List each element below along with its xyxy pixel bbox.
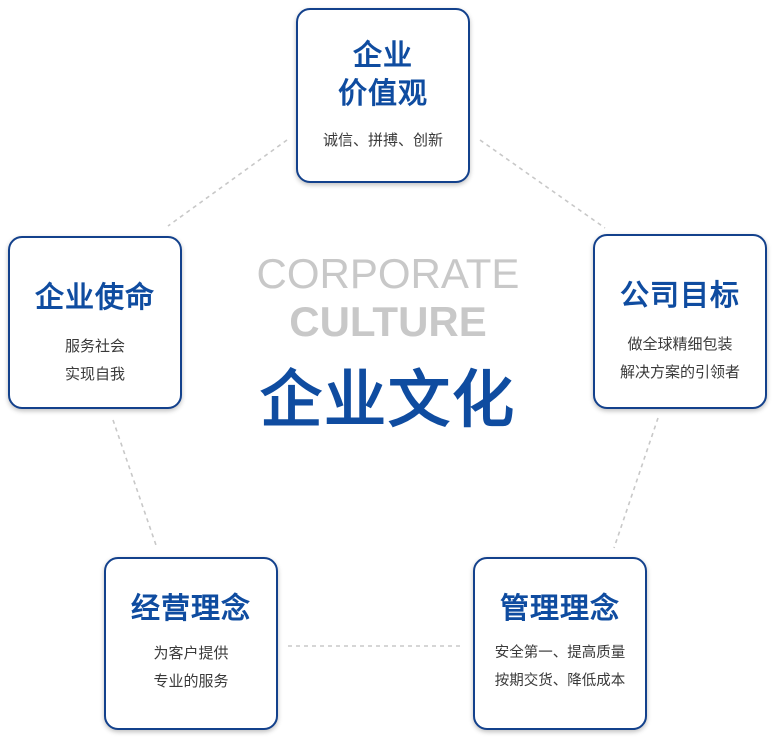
goal-card-description: 做全球精细包装 解决方案的引领者 (595, 330, 765, 386)
mission-card-title: 企业使命 (34, 280, 155, 314)
center-english-heading: CORPORATE CULTURE (238, 250, 538, 346)
mission-card: 企业使命 服务社会 实现自我 (8, 236, 182, 409)
center-chinese-title: 企业文化 (259, 363, 516, 436)
management-desc-line2: 按期交货、降低成本 (494, 673, 626, 689)
connector-mission-business (112, 419, 158, 549)
values-card-description: 诚信、拼搏、创新 (298, 126, 468, 154)
management-card-description: 安全第一、提高质量 按期交货、降低成本 (475, 639, 645, 695)
connector-values-mission (167, 139, 288, 227)
management-card-title: 管理理念 (499, 591, 620, 625)
business-desc-line2: 专业的服务 (153, 672, 229, 690)
goal-desc-line1: 做全球精细包装 (627, 335, 733, 353)
business-desc-line1: 为客户提供 (153, 644, 229, 662)
mission-desc-line1: 服务社会 (64, 337, 125, 355)
goal-card: 公司目标 做全球精细包装 解决方案的引领者 (593, 234, 767, 409)
values-card: 企业 价值观 诚信、拼搏、创新 (296, 8, 470, 183)
center-english-line1: CORPORATE (256, 250, 520, 297)
connector-values-goal (479, 139, 606, 229)
values-card-title: 企业 价值观 (298, 10, 468, 112)
center-english-line2: CULTURE (289, 298, 487, 345)
business-card-description: 为客户提供 专业的服务 (106, 639, 276, 695)
management-desc-line1: 安全第一、提高质量 (494, 645, 626, 661)
mission-card-description: 服务社会 实现自我 (10, 332, 180, 388)
business-philosophy-card: 经营理念 为客户提供 专业的服务 (104, 557, 278, 730)
values-title-line2: 价值观 (337, 76, 428, 110)
values-title-line1: 企业 (352, 38, 413, 72)
business-card-title: 经营理念 (130, 591, 251, 625)
management-philosophy-card: 管理理念 安全第一、提高质量 按期交货、降低成本 (473, 557, 647, 730)
values-desc-line1: 诚信、拼搏、创新 (322, 131, 443, 149)
mission-desc-line2: 实现自我 (64, 365, 125, 383)
goal-card-title: 公司目标 (619, 278, 740, 312)
connector-goal-management (613, 417, 659, 549)
goal-desc-line2: 解决方案的引领者 (619, 363, 740, 381)
